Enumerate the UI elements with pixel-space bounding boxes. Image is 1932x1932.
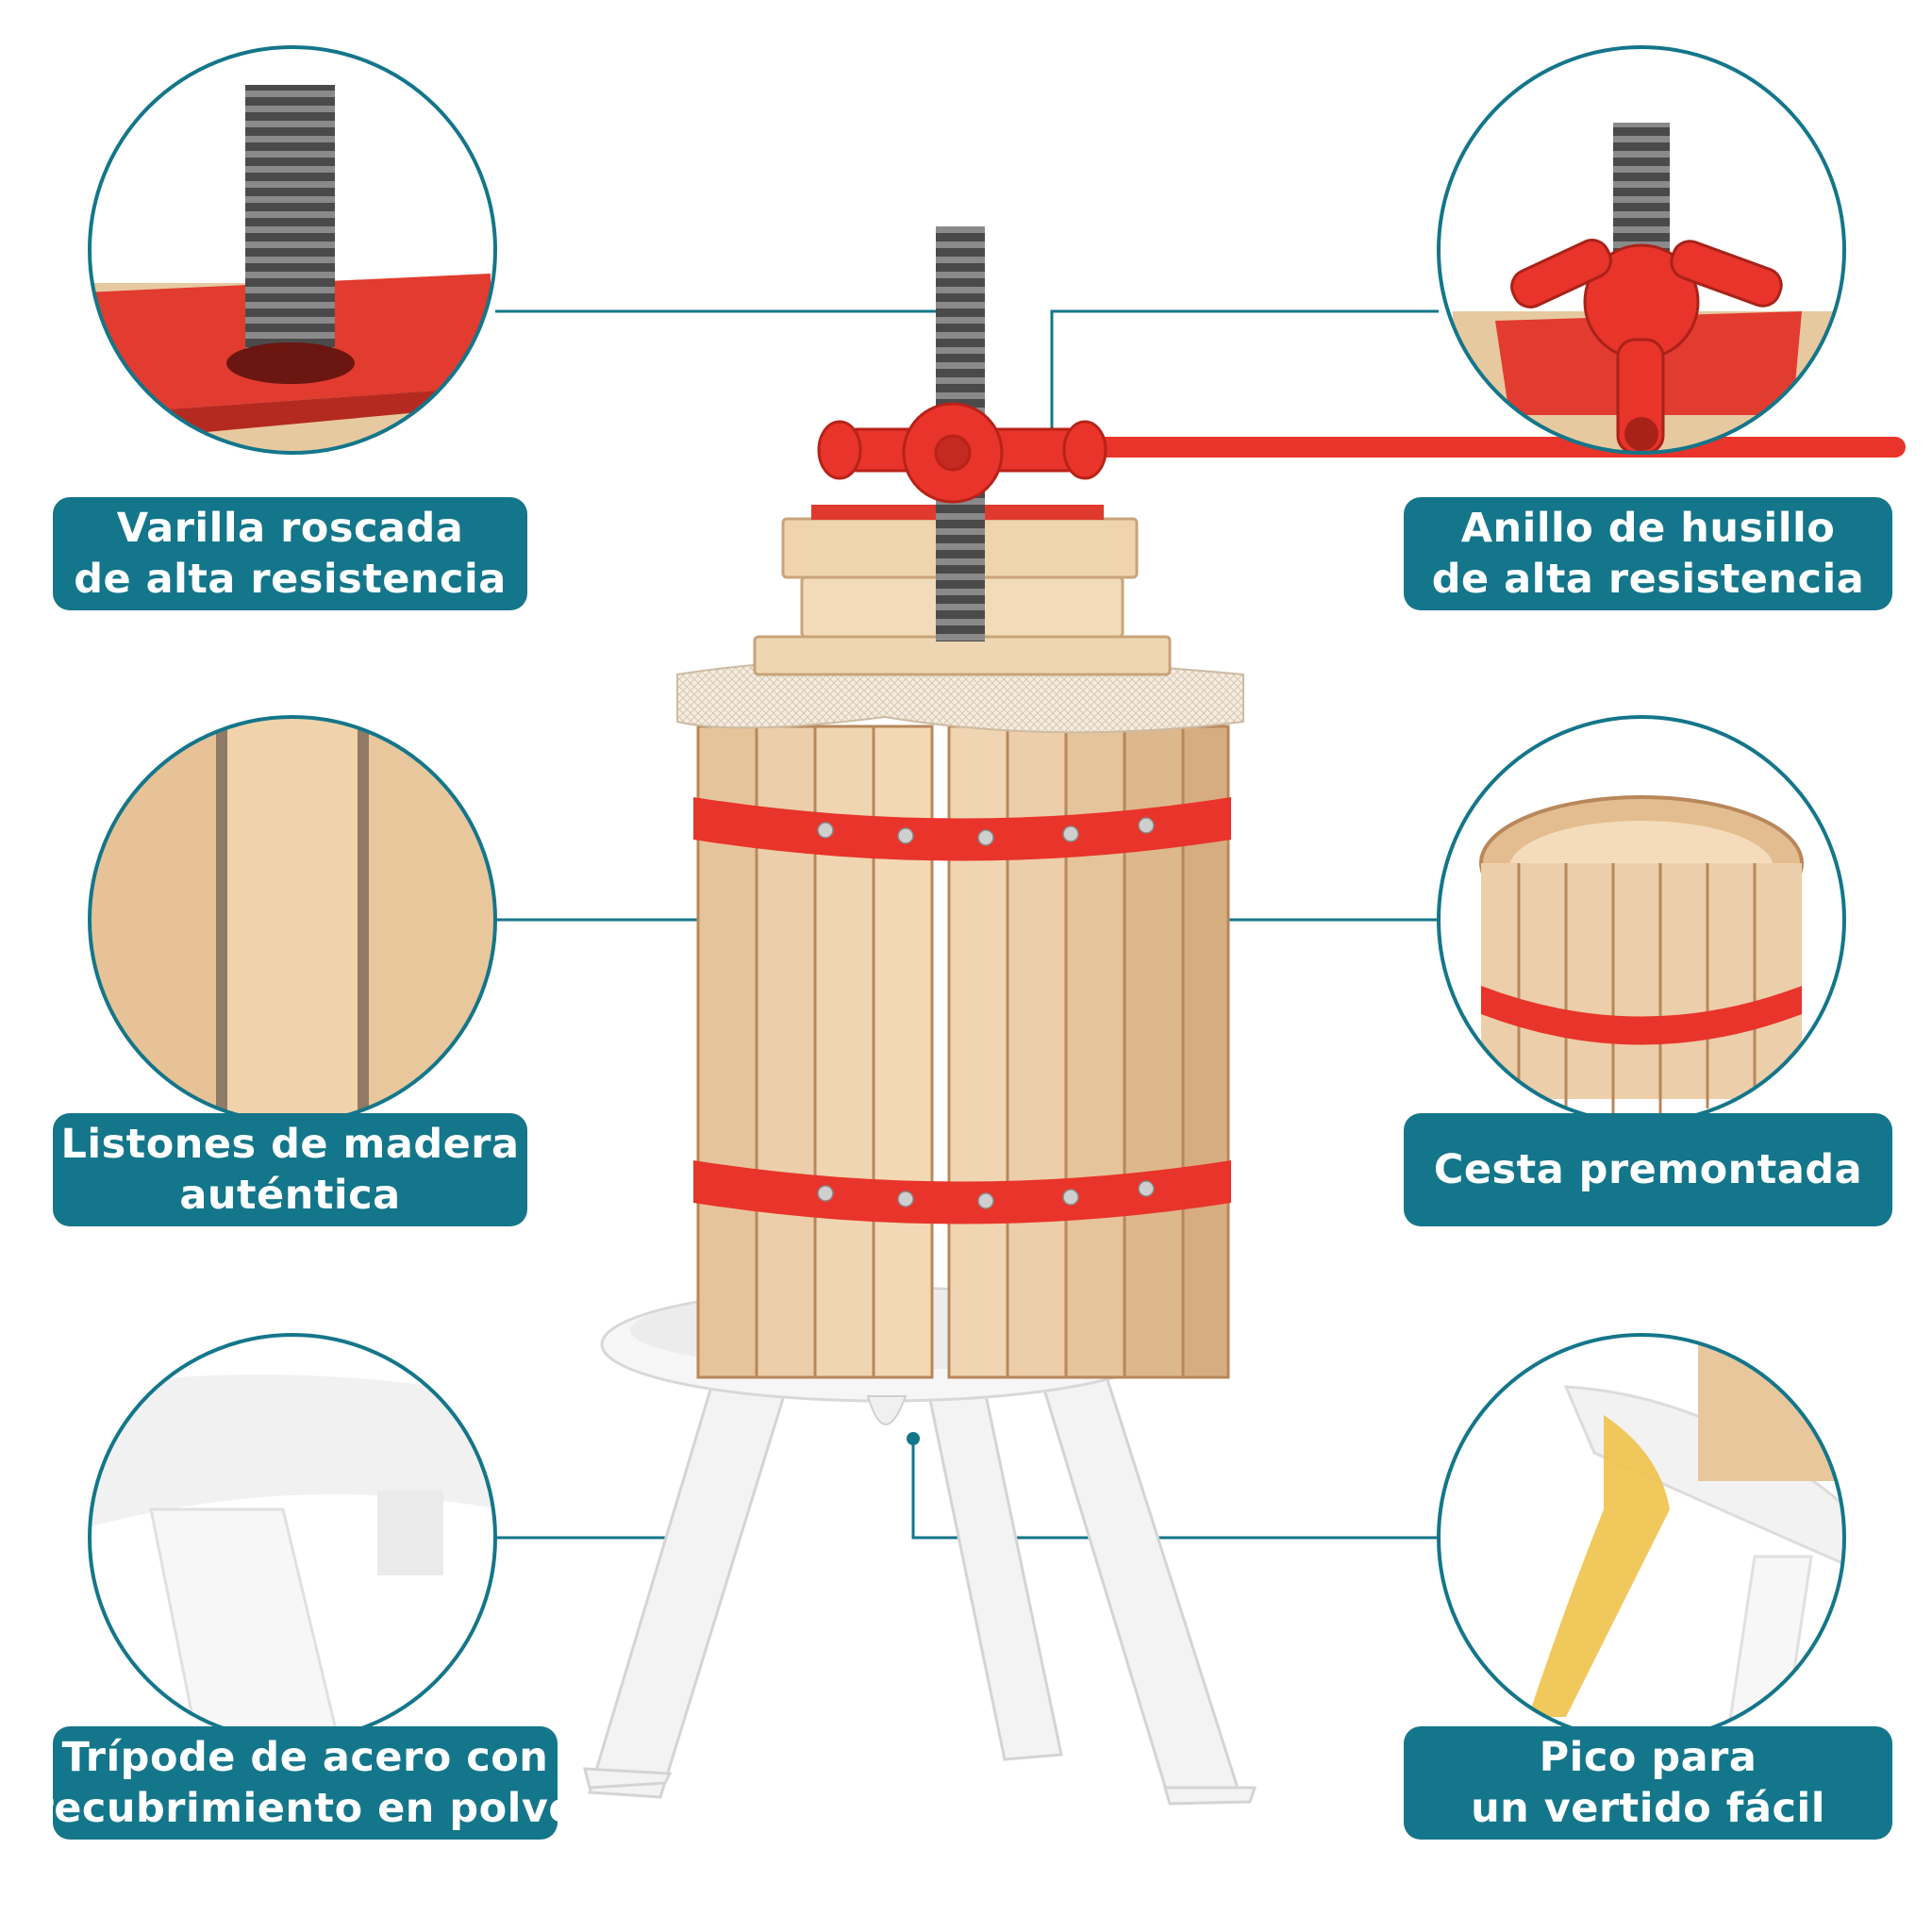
- tripod-legs: [583, 1366, 1257, 1806]
- label-tripod-line-2: recubrimiento en polvo: [33, 1785, 577, 1832]
- label-spout-line-2: un vertido fácil: [1471, 1785, 1825, 1832]
- label-tripod-line-1: Trípode de acero con: [61, 1734, 549, 1781]
- label-spout-line-1: Pico para: [1539, 1734, 1757, 1781]
- spindle-ring: [817, 402, 1108, 504]
- label-spout: Pico para un vertido fácil: [1404, 1726, 1892, 1840]
- label-wood-slats-line-2: auténtica: [179, 1172, 401, 1219]
- label-spindle-ring-line-2: de alta resistencia: [1431, 556, 1865, 603]
- label-threaded-rod-line-1: Varilla roscada: [116, 505, 464, 552]
- detail-spout: [1437, 1333, 1846, 1742]
- connector-lines: [495, 309, 1439, 1540]
- label-spindle-ring: Anillo de husillo de alta resistencia: [1404, 497, 1892, 610]
- detail-spindle-ring: [1437, 45, 1846, 455]
- label-threaded-rod-line-2: de alta resistencia: [74, 556, 507, 603]
- handle-bar: [1000, 437, 1906, 458]
- label-threaded-rod: Varilla roscada de alta resistencia: [53, 497, 527, 610]
- detail-wood-slats: [88, 715, 497, 1124]
- label-basket: Cesta premontada: [1404, 1113, 1892, 1226]
- label-wood-slats-line-1: Listones de madera: [60, 1121, 520, 1168]
- detail-threaded-rod: [88, 45, 497, 455]
- label-tripod: Trípode de acero con recubrimiento en po…: [34, 1726, 576, 1840]
- fruit-press: [583, 226, 1906, 1806]
- detail-tripod: [88, 1333, 497, 1742]
- label-wood-slats: Listones de madera auténtica: [53, 1113, 527, 1226]
- red-bands: [693, 797, 1231, 1224]
- label-spindle-ring-line-1: Anillo de husillo: [1460, 505, 1836, 552]
- label-basket-line-1: Cesta premontada: [1433, 1146, 1863, 1193]
- detail-basket: [1437, 715, 1846, 1124]
